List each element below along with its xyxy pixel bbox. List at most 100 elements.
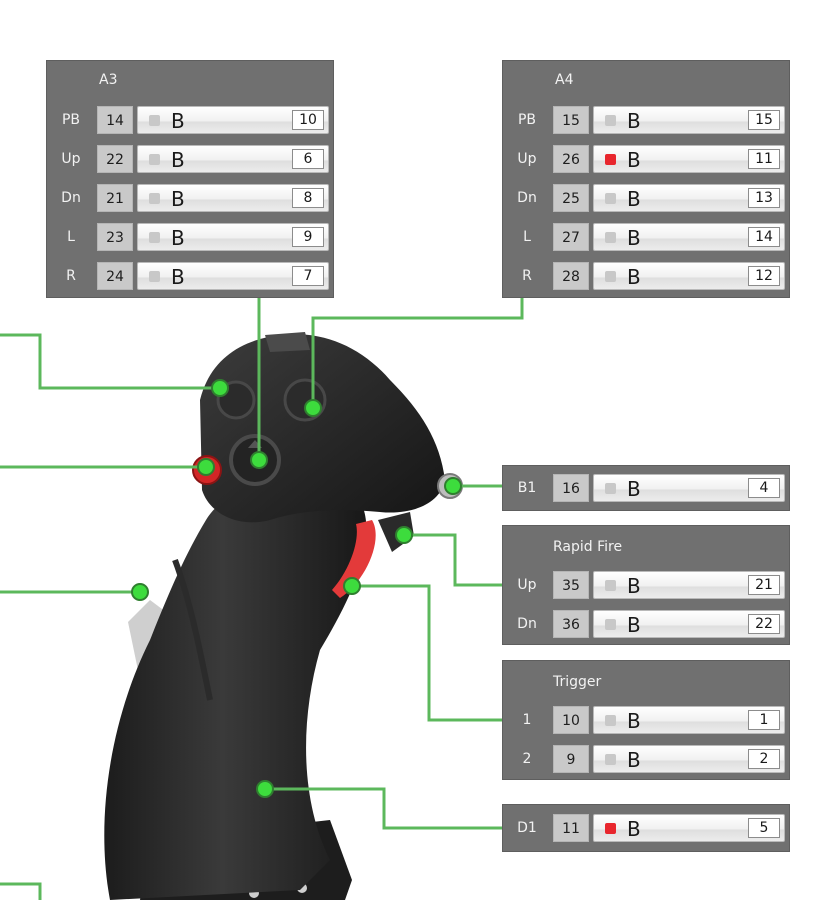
output-value-field[interactable]: 11 <box>748 149 780 169</box>
mapping-row: PB 15 B 15 <box>503 103 791 137</box>
row-label: L <box>523 229 531 245</box>
row-label: D1 <box>517 820 537 836</box>
state-indicator-icon <box>149 271 160 282</box>
output-value-field[interactable]: 2 <box>748 749 780 769</box>
hotspot-rapid-fire[interactable] <box>395 526 413 544</box>
state-indicator-icon <box>149 154 160 165</box>
row-label: Dn <box>517 190 537 206</box>
row-label: Dn <box>517 616 537 632</box>
button-number: 35 <box>553 571 589 599</box>
state-indicator-icon <box>149 115 160 126</box>
head-top-bezel <box>265 332 310 352</box>
assignment-field[interactable]: B 21 <box>593 571 785 599</box>
panel-title: A3 <box>99 72 118 88</box>
output-value-field[interactable]: 9 <box>292 227 324 247</box>
hotspot-a3[interactable] <box>250 451 268 469</box>
state-indicator-icon <box>605 232 616 243</box>
row-label: Dn <box>61 190 81 206</box>
output-value-field[interactable]: 10 <box>292 110 324 130</box>
assignment-type: B <box>627 187 641 211</box>
assignment-type: B <box>627 109 641 133</box>
state-indicator-icon <box>605 580 616 591</box>
button-number: 15 <box>553 106 589 134</box>
state-indicator-icon <box>149 193 160 204</box>
mapping-row: Dn 25 B 13 <box>503 181 791 215</box>
grip-finger-ridge <box>172 558 213 701</box>
assignment-field[interactable]: B 15 <box>593 106 785 134</box>
output-value-field[interactable]: 5 <box>748 818 780 838</box>
button-number: 26 <box>553 145 589 173</box>
button-number: 28 <box>553 262 589 290</box>
assignment-type: B <box>171 265 185 289</box>
assignment-field[interactable]: B 13 <box>593 184 785 212</box>
assignment-type: B <box>171 109 185 133</box>
output-value-field[interactable]: 15 <box>748 110 780 130</box>
row-label: PB <box>517 112 537 128</box>
row-label: R <box>66 268 76 284</box>
active-indicator-icon <box>605 154 616 165</box>
hotspot-a4[interactable] <box>304 399 322 417</box>
output-value-field[interactable]: 7 <box>292 266 324 286</box>
output-value-field[interactable]: 12 <box>748 266 780 286</box>
hotspot-side-paddle[interactable] <box>131 583 149 601</box>
button-number: 16 <box>553 474 589 502</box>
hotspot-b1[interactable] <box>444 477 462 495</box>
hotspot-trigger[interactable] <box>343 577 361 595</box>
joystick-grip <box>104 482 367 900</box>
assignment-type: B <box>627 477 641 501</box>
assignment-type: B <box>171 148 185 172</box>
output-value-field[interactable]: 4 <box>748 478 780 498</box>
assignment-field[interactable]: B 10 <box>137 106 329 134</box>
output-value-field[interactable]: 1 <box>748 710 780 730</box>
button-number: 21 <box>97 184 133 212</box>
state-indicator-icon <box>605 754 616 765</box>
row-label: 1 <box>522 712 532 728</box>
assignment-type: B <box>171 187 185 211</box>
output-value-field[interactable]: 6 <box>292 149 324 169</box>
connector-lines <box>0 298 524 900</box>
output-value-field[interactable]: 22 <box>748 614 780 634</box>
row-label: Up <box>517 577 537 593</box>
row-label: Up <box>61 151 81 167</box>
hotspot-left-hat[interactable] <box>211 379 229 397</box>
hotspot-red-button[interactable] <box>197 458 215 476</box>
state-indicator-icon <box>149 232 160 243</box>
connector-line-left-1 <box>0 333 220 390</box>
output-value-field[interactable]: 8 <box>292 188 324 208</box>
output-value-field[interactable]: 13 <box>748 188 780 208</box>
hotspot-d1[interactable] <box>256 780 274 798</box>
output-value-field[interactable]: 14 <box>748 227 780 247</box>
assignment-type: B <box>171 226 185 250</box>
assignment-type: B <box>627 574 641 598</box>
mapping-row: Up 35 B 21 <box>503 568 791 602</box>
output-value-field[interactable]: 21 <box>748 575 780 595</box>
button-number: 25 <box>553 184 589 212</box>
